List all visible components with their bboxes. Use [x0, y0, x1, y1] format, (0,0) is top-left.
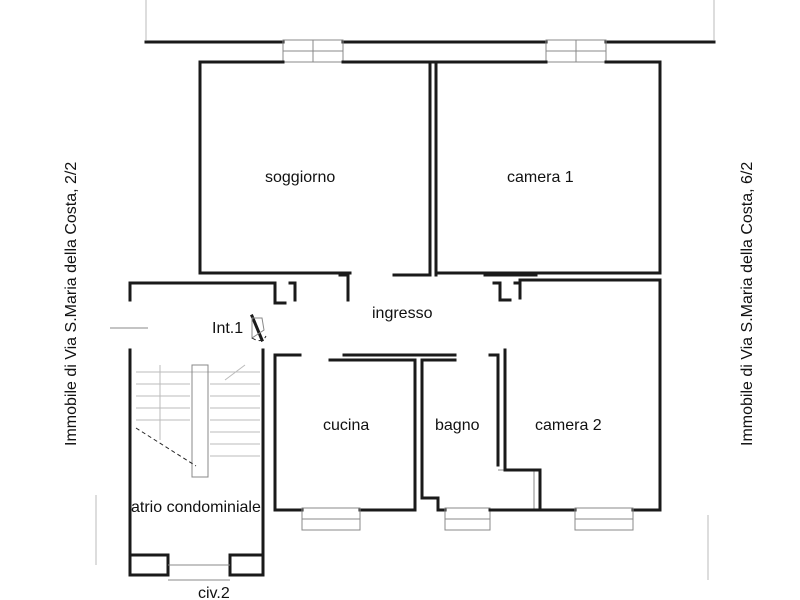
label-left-building: Immobile di Via S.Maria della Costa, 2/2	[63, 162, 80, 446]
window-top-camera1	[545, 39, 607, 63]
label-atrio: atrio condominiale	[131, 499, 261, 516]
label-soggiorno: soggiorno	[265, 169, 335, 186]
room-atrio	[110, 327, 265, 581]
room-camera1	[392, 60, 662, 277]
room-camera2	[488, 278, 662, 512]
window-top-soggiorno	[282, 39, 344, 63]
property-boundary-lines	[95, 0, 715, 580]
label-right-building: Immobile di Via S.Maria della Costa, 6/2	[739, 162, 756, 446]
label-camera1: camera 1	[507, 169, 574, 186]
stairs	[135, 364, 260, 478]
corridor-ingresso	[128, 273, 522, 357]
label-bagno: bagno	[435, 417, 480, 434]
label-cucina: cucina	[323, 417, 369, 434]
label-camera2: camera 2	[535, 417, 602, 434]
room-soggiorno	[198, 60, 432, 277]
room-bagno	[420, 353, 535, 512]
label-int1: Int.1	[212, 320, 243, 337]
door-int1	[251, 317, 267, 342]
label-ingresso: ingresso	[372, 305, 433, 322]
window-camera2	[574, 507, 634, 531]
window-bagno	[444, 507, 491, 531]
label-civ: civ.2	[198, 585, 230, 600]
room-cucina	[273, 353, 417, 512]
window-cucina	[301, 507, 361, 531]
